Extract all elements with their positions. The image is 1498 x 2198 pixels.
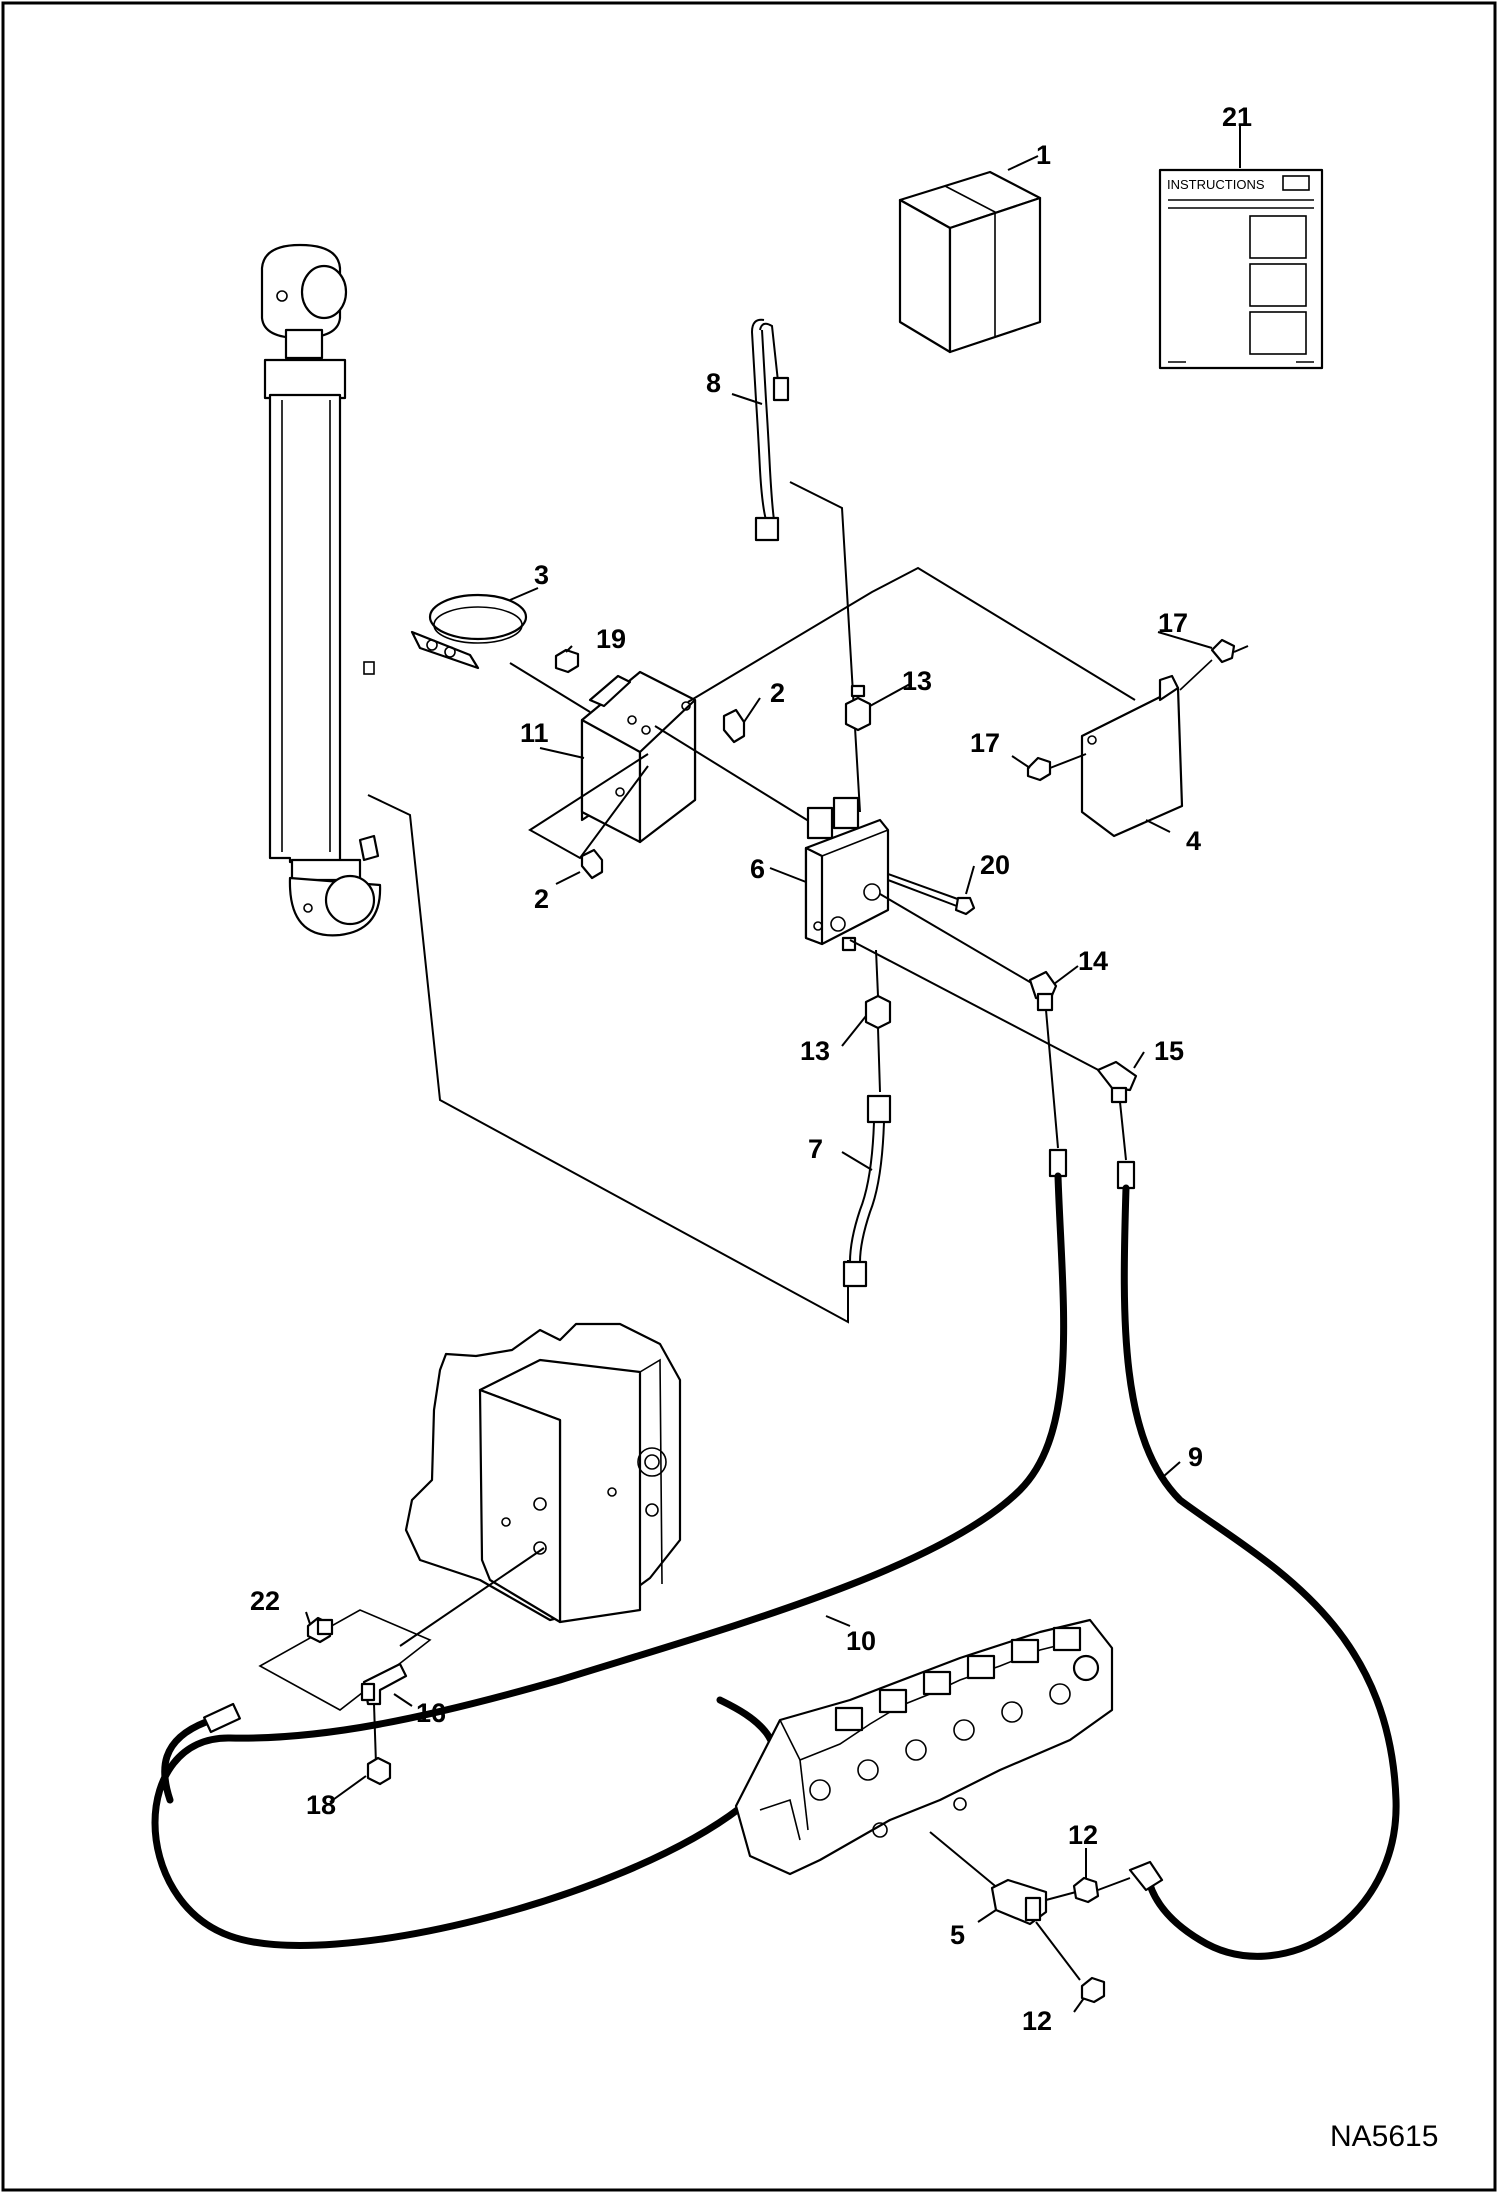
main-control-valve (734, 1618, 1114, 1876)
part-2-clip-nut-lower (580, 848, 604, 880)
part-6-valve-block (804, 796, 890, 952)
callout-leaders (305, 124, 1241, 2013)
assembly-line-valve-to-elbow14 (879, 893, 1041, 989)
part-15-elbow (1096, 1060, 1138, 1104)
callout-9: 9 (1188, 1442, 1203, 1472)
callout-17-lower: 17 (970, 728, 1000, 758)
assembly-line-plane-to-housing (399, 1547, 545, 1647)
part-13-adapter-upper (844, 684, 872, 732)
assembly-line-clamp-to-bracket (509, 662, 591, 713)
callout-11: 11 (520, 718, 549, 748)
assembly-line-valve-to-tee5 (929, 1831, 1001, 1891)
callout-1: 1 (1036, 140, 1051, 170)
assembly-line-bracket-to-valve (654, 725, 821, 829)
part-18-cap (366, 1756, 392, 1786)
callout-21: 21 (1222, 102, 1252, 132)
assembly-line-adapter12a-to-hose9 (1097, 1877, 1131, 1891)
callout-labels: 1 2 2 3 4 5 6 7 8 9 10 11 12 12 13 13 14… (250, 102, 1252, 2036)
assembly-line-adapter13-to-tube7 (877, 1027, 881, 1093)
assembly-line-tee5-to-adapter12b (1035, 1921, 1081, 1981)
pump-housing (404, 1322, 682, 1624)
part-11-bracket (580, 670, 697, 844)
assembly-line-bracket-to-support (687, 566, 1136, 703)
assembly-line-capscrew-upper (1179, 659, 1213, 691)
drawing-code: NA5615 (1330, 2120, 1438, 2153)
part-10-hose (151, 1148, 1068, 1949)
part-5-tee (990, 1878, 1048, 1926)
callout-3: 3 (534, 560, 549, 590)
part-4-support-bracket (1080, 674, 1184, 838)
assembly-line-valve-to-adapter13 (875, 949, 879, 997)
callout-12-upper: 12 (1068, 1820, 1098, 1850)
callout-8: 8 (706, 368, 721, 398)
callout-17-upper: 17 (1158, 608, 1188, 638)
callout-19: 19 (596, 624, 626, 654)
part-17-capscrew-upper (1210, 638, 1249, 664)
callout-20: 20 (980, 850, 1010, 880)
callout-13-lower: 13 (800, 1036, 830, 1066)
assembly-line-bracket-plane (528, 753, 649, 860)
part-9-hose (1116, 1160, 1400, 1960)
part-13-adapter-lower (864, 994, 892, 1030)
callout-5: 5 (950, 1920, 965, 1950)
callout-10: 10 (846, 1626, 876, 1656)
part-12-adapter-upper (1072, 1876, 1100, 1904)
assembly-line-tube8-to-valve (789, 481, 861, 813)
part-14-elbow (1028, 970, 1058, 1012)
instructions-heading: INSTRUCTIONS (1167, 177, 1265, 192)
callout-18: 18 (306, 1790, 336, 1820)
assembly-line-elbow15-to-hose9 (1119, 1101, 1127, 1161)
part-17-capscrew-lower (1026, 753, 1087, 782)
callout-2-lower: 2 (534, 884, 549, 914)
lift-cylinder (260, 243, 382, 937)
part-19-nut (554, 648, 580, 674)
assembly-line-valve-to-elbow15 (849, 939, 1107, 1075)
callout-22: 22 (250, 1586, 280, 1616)
part-2-clip-nut-upper (722, 708, 746, 744)
callout-15: 15 (1154, 1036, 1184, 1066)
callout-13-upper: 13 (902, 666, 932, 696)
part-7-lower-tube (842, 1094, 892, 1288)
part-1-box (898, 170, 1042, 354)
part-22-fitting (306, 1616, 334, 1644)
part-21-instruction-sheet (1158, 168, 1324, 370)
callout-6: 6 (750, 854, 765, 884)
callout-2-upper: 2 (770, 678, 785, 708)
part-8-upper-tube (751, 318, 790, 542)
callout-14: 14 (1078, 946, 1108, 976)
assembly-line-cylinder-to-tube (367, 794, 849, 1324)
part-12-adapter-lower (1080, 1976, 1106, 2004)
callout-12-lower: 12 (1022, 2006, 1052, 2036)
assembly-line-tee5-to-adapter12a (1045, 1891, 1077, 1901)
callout-16: 16 (416, 1698, 446, 1728)
part-3-band-clamp (410, 593, 528, 670)
part-16-tee (360, 1662, 408, 1706)
assembly-plane-tee (258, 1609, 432, 1711)
assembly-line-tee-to-cap (373, 1703, 377, 1765)
callout-4: 4 (1186, 826, 1201, 856)
callout-7: 7 (808, 1134, 823, 1164)
part-20-capscrew (887, 873, 976, 916)
assembly-line-elbow14-to-hose10 (1045, 1009, 1059, 1149)
